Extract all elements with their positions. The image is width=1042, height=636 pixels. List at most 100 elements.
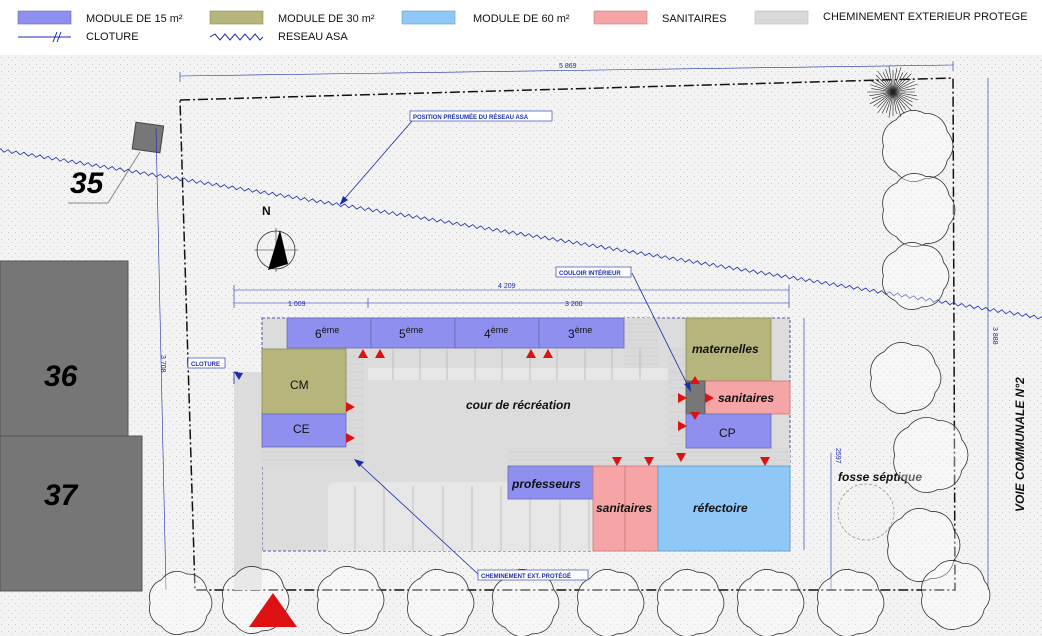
tree-branch — [877, 91, 894, 108]
room-cp — [685, 413, 772, 449]
tree-branch — [892, 72, 904, 93]
dimension-total-width: 4 209 — [498, 283, 516, 290]
lot-36-label: 36 — [44, 360, 78, 393]
dimension-right-width: 3 200 — [565, 301, 583, 308]
tree-branch — [892, 73, 912, 93]
tree-branch — [892, 78, 911, 93]
room-maternelles-label: maternelles — [692, 342, 759, 356]
annotation-reseau-asa: POSITION PRÉSUMÉE DU RÉSEAU ASA — [413, 113, 529, 121]
legend-swatch-module15 — [17, 10, 72, 25]
room-sanitaires-right-label: sanitaires — [718, 391, 774, 405]
voie-communale-label: VOIE COMMUNALE N°2 — [1013, 377, 1027, 512]
tree-branch — [877, 91, 894, 114]
legend-label-sanitaires: SANITAIRES — [662, 13, 727, 25]
room-6eme-label: 6ème — [315, 325, 339, 341]
arrow-up — [543, 349, 553, 358]
tree-branch — [892, 68, 898, 93]
arrow-up — [375, 349, 385, 358]
arrow-down — [760, 457, 770, 466]
room-refectoire — [657, 465, 791, 552]
tree-branch — [877, 70, 894, 93]
tree-branch — [869, 91, 894, 105]
tree — [737, 569, 805, 636]
legend-label-module15: MODULE DE 15 m² — [86, 13, 183, 25]
dimension-top: 5 869 — [559, 63, 577, 70]
lot-37-label: 37 — [44, 479, 79, 512]
tree — [921, 560, 991, 630]
room-professeurs-label: professeurs — [511, 477, 581, 491]
room-sanitaires-bottom-label: sanitaires — [596, 501, 652, 515]
tree — [893, 417, 969, 493]
room-ce-label: CE — [293, 422, 310, 436]
room-4eme — [454, 317, 540, 349]
legend-swatch-module30 — [209, 10, 264, 25]
classrooms-top-row: 6ème 5ème 4ème 3ème — [286, 317, 625, 349]
legend-swatch-reseau — [209, 33, 264, 41]
tree-branch — [869, 79, 894, 93]
tree-branch — [892, 88, 915, 93]
arrow-down — [690, 412, 700, 420]
tree-branch — [871, 88, 894, 93]
room-5eme — [370, 317, 456, 349]
dimension-right-height: 3 888 — [991, 327, 998, 345]
legend-label-cloture: CLOTURE — [86, 31, 139, 43]
tree-branch — [892, 91, 905, 114]
legend-swatch-module60 — [401, 10, 456, 25]
tree — [882, 110, 954, 182]
room-cm-label: CM — [290, 378, 309, 392]
tree-branch — [875, 74, 894, 93]
tree-branch — [892, 91, 902, 117]
tree-branch — [892, 67, 902, 93]
tree-branch — [892, 91, 917, 97]
cour-label: cour de récréation — [466, 398, 571, 412]
annotation-couloir: COULOIR INTÉRIEUR — [559, 269, 621, 277]
tree-branch — [888, 91, 894, 118]
tree-branch — [882, 72, 894, 93]
dimension-left-width: 1 009 — [288, 301, 306, 308]
room-6eme — [286, 317, 372, 349]
room-professeurs — [507, 465, 594, 500]
room-cm — [261, 348, 347, 415]
tree-branch — [875, 78, 894, 93]
room-refectoire-label: réfectoire — [693, 501, 748, 515]
room-cp-label: CP — [719, 426, 736, 440]
arrow-right — [705, 393, 714, 403]
tree-branch — [892, 91, 897, 114]
room-ce — [261, 413, 347, 448]
tree — [577, 569, 645, 636]
tree — [870, 342, 942, 414]
arrow-up — [526, 349, 536, 358]
reseau-asa-line — [0, 148, 1042, 320]
tree-branch — [873, 91, 894, 107]
north-compass: N — [254, 204, 298, 272]
tree-branch — [892, 91, 907, 110]
main-entrance-marker — [249, 593, 297, 627]
tree-branch — [892, 91, 913, 107]
property-boundary — [179, 77, 956, 591]
room-4eme-label: 4ème — [484, 325, 508, 341]
lot-35-marker: 35 — [68, 121, 165, 204]
legend-swatch-sanitaires — [593, 10, 648, 25]
legend-swatch-cloture — [18, 31, 71, 43]
tree-branch — [872, 91, 894, 100]
room-3eme-label: 3ème — [568, 325, 592, 341]
tree — [882, 173, 956, 247]
north-arrow-icon — [268, 230, 288, 270]
tree-branch — [892, 91, 918, 101]
tree-branch — [892, 91, 913, 103]
tree — [407, 569, 475, 636]
arrow-right — [678, 393, 687, 403]
lot-37-building — [0, 435, 143, 592]
annotation-cloture: CLOTURE — [191, 362, 220, 368]
arrow-down — [612, 457, 622, 466]
annotation-cheminement: CHEMINEMENT EXT. PROTÉGÉ — [481, 572, 571, 580]
dimension-left-height: 3 708 — [159, 355, 166, 373]
legend-swatch-cheminement — [754, 10, 809, 25]
access-arrows — [346, 349, 770, 466]
legend: MODULE DE 15 m² MODULE DE 30 m² MODULE D… — [0, 0, 1042, 52]
tree — [317, 566, 385, 634]
tree-branch — [885, 91, 894, 113]
arrow-down — [644, 457, 654, 466]
tree-branch — [881, 91, 894, 114]
